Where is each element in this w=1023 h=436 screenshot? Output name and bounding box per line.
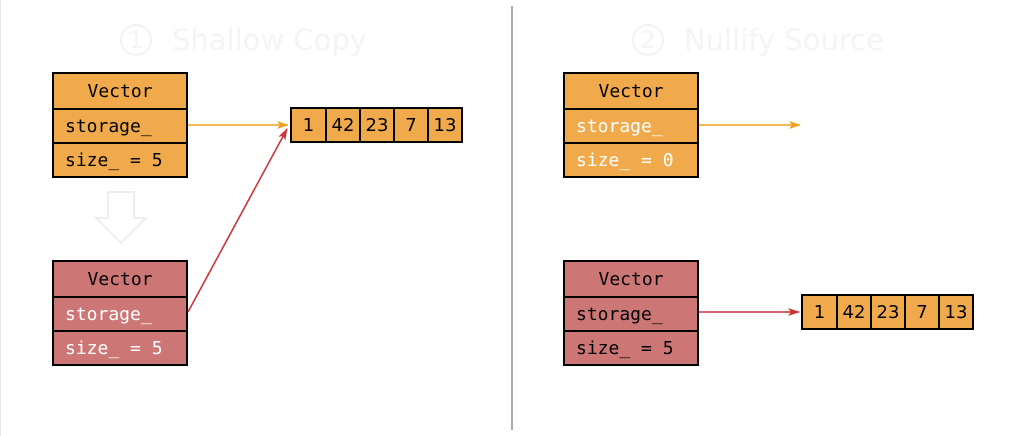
step-title-text: Shallow Copy [172, 23, 367, 57]
array-element: 42 [836, 296, 870, 328]
step-title-nullify-source: 2 Nullify Source [632, 20, 884, 60]
array-element: 13 [938, 296, 972, 328]
right-source-vector: Vector storage_ size_ = 0 [563, 72, 699, 178]
array-element: 7 [393, 109, 427, 141]
down-arrow-icon [93, 191, 149, 245]
vector-header: Vector [598, 80, 664, 102]
panel-divider [511, 6, 513, 430]
left-storage-array: 1 42 23 7 13 [290, 107, 463, 143]
left-dest-vector: Vector storage_ size_ = 5 [52, 260, 188, 366]
step-number-badge: 1 [120, 24, 152, 56]
array-element: 23 [870, 296, 904, 328]
vector-storage-field: storage_ [54, 296, 186, 330]
array-element: 13 [427, 109, 461, 141]
vector-storage-field: storage_ [54, 108, 186, 142]
panel-edge [0, 0, 1, 436]
left-dest-pointer-arrow [187, 128, 288, 313]
array-element: 23 [359, 109, 393, 141]
vector-header: Vector [87, 80, 153, 102]
vector-storage-field: storage_ [565, 108, 697, 142]
left-source-vector: Vector storage_ size_ = 5 [52, 72, 188, 178]
vector-size-field: size_ = 5 [54, 142, 186, 176]
array-element: 7 [904, 296, 938, 328]
vector-size-field: size_ = 0 [565, 142, 697, 176]
step-title-shallow-copy: 1 Shallow Copy [120, 20, 367, 60]
vector-storage-field: storage_ [565, 296, 697, 330]
vector-size-field: size_ = 5 [565, 330, 697, 364]
array-element: 1 [813, 301, 826, 323]
array-element: 42 [325, 109, 359, 141]
step-number-badge: 2 [632, 24, 664, 56]
step-title-text: Nullify Source [684, 23, 884, 57]
array-element: 1 [302, 114, 315, 136]
right-dest-vector: Vector storage_ size_ = 5 [563, 260, 699, 366]
right-storage-array: 1 42 23 7 13 [801, 294, 974, 330]
vector-header: Vector [598, 268, 664, 290]
vector-header: Vector [87, 268, 153, 290]
vector-size-field: size_ = 5 [54, 330, 186, 364]
